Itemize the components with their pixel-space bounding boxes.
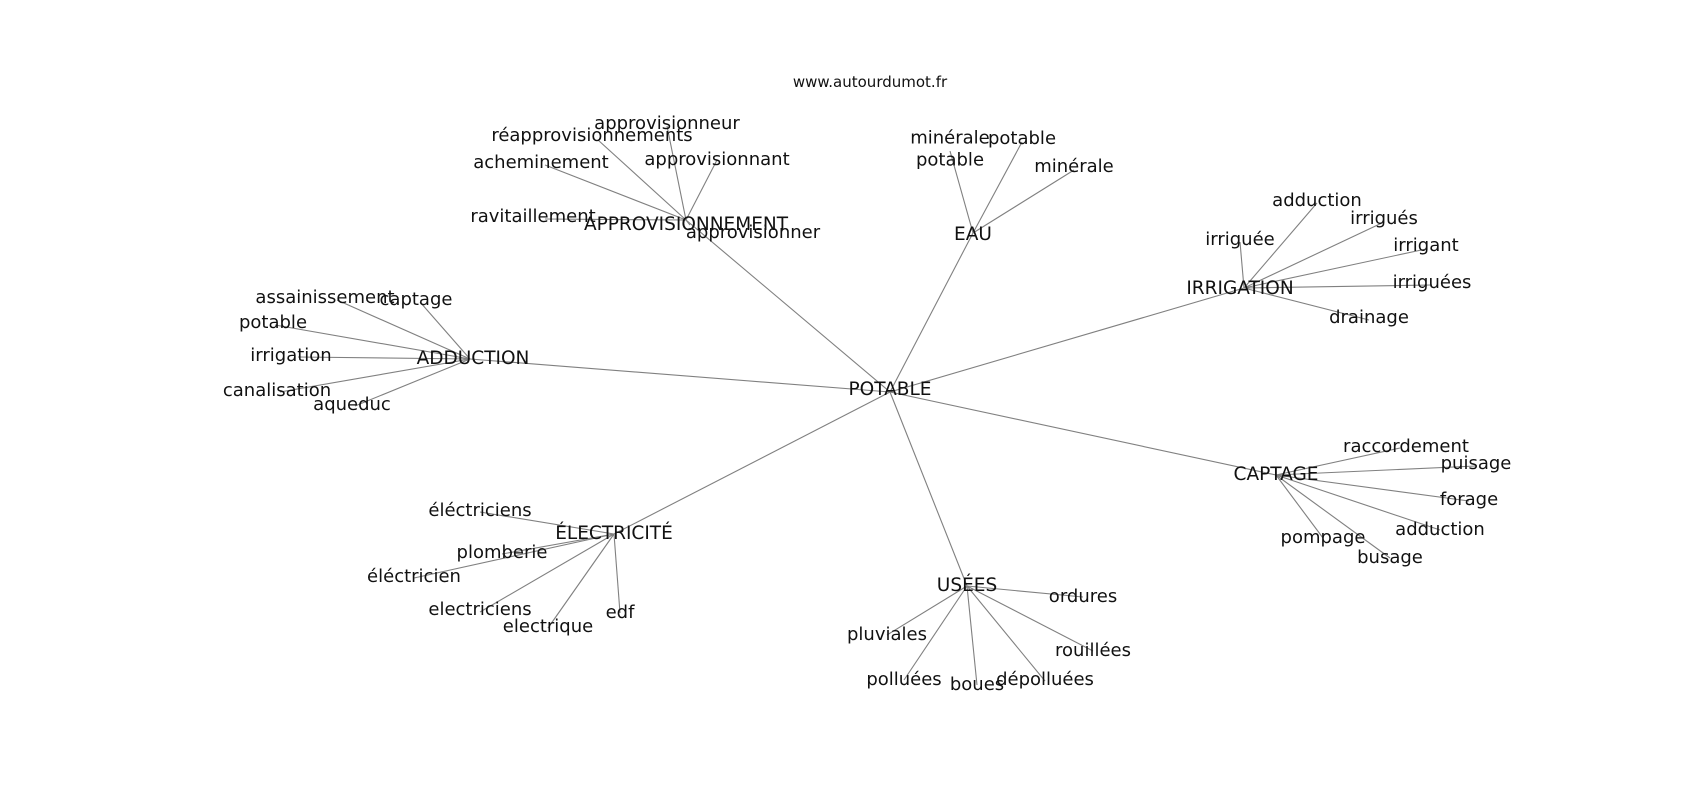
- node-captage-raccordement: raccordement: [1343, 436, 1469, 457]
- node-adduction-aqueduc: aqueduc: [313, 394, 391, 415]
- node-hub-adduction: ADDUCTION: [416, 347, 530, 369]
- edge-captage-pompage: [1275, 474, 1324, 539]
- node-usees-depolluees: dépolluées: [996, 669, 1094, 690]
- edge-adduction-potable: [274, 324, 471, 360]
- edge-irrigation-adduction: [1243, 202, 1318, 289]
- node-usees-boues: boues: [949, 674, 1005, 695]
- node-adduction-potable: potable: [238, 312, 308, 333]
- edge-adduction-assainissement: [336, 299, 471, 360]
- node-usees-rouillees: rouillées: [1055, 640, 1131, 661]
- edge-usees-boues: [966, 585, 978, 686]
- edge-approvisionnement-approvisionnant: [685, 159, 718, 221]
- node-adduction-captage: captage: [379, 289, 453, 310]
- edge-irrigation-irriguees: [1243, 284, 1433, 289]
- node-captage-busage: busage: [1357, 547, 1423, 568]
- edge-approvisionnement-reapprovisionnements: [597, 139, 687, 221]
- edge-irrigation-irriguee: [1239, 241, 1245, 289]
- edge-usees-polluees: [903, 585, 968, 681]
- node-usees-ordures: ordures: [1048, 586, 1118, 607]
- edge-potable-usees: [889, 391, 968, 587]
- node-irrigation-irriguee: irriguée: [1205, 229, 1275, 250]
- edge-adduction-aqueduc: [354, 358, 471, 407]
- node-hub-usees: USÉES: [936, 574, 998, 596]
- node-hub-approvisionnement: APPROVISIONNEMENT: [583, 213, 789, 235]
- node-approvisionnement-acheminement: acheminement: [473, 152, 609, 173]
- edge-eau-minerale: [972, 169, 1075, 234]
- edge-captage-adduction: [1275, 474, 1441, 531]
- node-hub-electricite: ÉLECTRICITÉ: [555, 522, 673, 544]
- edge-electricite-electricien-accent: [413, 533, 615, 579]
- node-irrigation-adduction: adduction: [1272, 190, 1362, 211]
- node-electricite-edf: edf: [605, 602, 635, 623]
- node-electricite-electriciens-accent: éléctriciens: [428, 500, 532, 521]
- edge-irrigation-irrigues: [1243, 221, 1385, 289]
- edge-adduction-captage: [419, 301, 471, 360]
- edge-eau-minerale-potable: [949, 150, 974, 234]
- edge-electricite-electrique: [547, 533, 615, 629]
- edge-captage-busage: [1275, 474, 1391, 559]
- edge-captage-raccordement: [1275, 447, 1401, 476]
- node-usees-pluviales: pluviales: [847, 624, 927, 645]
- node-approvisionnement-approvisionner: approvisionner: [685, 222, 821, 243]
- node-root-potable: POTABLE: [848, 378, 932, 400]
- node-hub-irrigation: IRRIGATION: [1186, 277, 1294, 299]
- edge-electricite-plomberie: [501, 533, 615, 555]
- edge-adduction-canalisation: [279, 358, 471, 393]
- node-hub-captage: CAPTAGE: [1233, 463, 1319, 485]
- edge-adduction-irrigation: [297, 356, 471, 360]
- node-captage-adduction: adduction: [1395, 519, 1485, 540]
- node-adduction-canalisation: canalisation: [222, 380, 332, 401]
- edge-eau-potable: [972, 141, 1023, 234]
- edge-electricite-electriciens-accent: [479, 511, 615, 535]
- node-irrigation-irrigues: irrigués: [1350, 208, 1418, 229]
- node-hub-eau: EAU: [954, 223, 992, 245]
- edge-approvisionnement-approvisionner: [685, 219, 691, 226]
- node-usees-polluees: polluées: [866, 669, 942, 690]
- edge-usees-pluviales: [886, 585, 968, 636]
- node-electricite-electriciens: electriciens: [428, 599, 532, 620]
- edge-potable-electricite: [613, 391, 891, 535]
- edge-irrigation-drainage: [1243, 287, 1370, 321]
- node-eau-potable: potable: [987, 128, 1057, 149]
- node-approvisionnement-reapprovisionnements: réapprovisionnements: [491, 125, 693, 146]
- node-captage-puisage: puisage: [1440, 453, 1512, 474]
- edge-irrigation-irrigant: [1243, 248, 1427, 289]
- edge-potable-approvisionnement: [685, 219, 891, 393]
- node-approvisionnement-ravitaillement: ravitaillement: [470, 206, 596, 227]
- edge-usees-rouillees: [966, 585, 1094, 652]
- edge-approvisionnement-approvisionneur: [666, 125, 687, 221]
- node-eau-minerale: minérale: [1034, 156, 1114, 177]
- edge-captage-forage: [1275, 474, 1470, 502]
- node-irrigation-irrigant: irrigant: [1393, 235, 1459, 256]
- edge-potable-irrigation: [889, 287, 1245, 393]
- edge-electricite-electriciens: [479, 533, 615, 613]
- node-captage-forage: forage: [1439, 489, 1499, 510]
- node-electricite-electricien-accent: éléctricien: [367, 566, 461, 587]
- edge-usees-ordures: [966, 585, 1084, 598]
- node-irrigation-irriguees: irriguées: [1392, 272, 1472, 293]
- node-captage-pompage: pompage: [1280, 527, 1366, 548]
- edge-approvisionnement-acheminement: [544, 164, 687, 221]
- edge-potable-eau: [889, 232, 974, 393]
- edge-potable-adduction: [469, 358, 891, 393]
- node-approvisionnement-approvisionneur: approvisionneur: [594, 113, 740, 134]
- edge-usees-depolluees: [966, 585, 1046, 682]
- edge-electricite-edf: [613, 533, 621, 614]
- edge-potable-captage: [889, 391, 1277, 476]
- edge-captage-puisage: [1275, 465, 1477, 476]
- site-credit: www.autourdumot.fr: [792, 73, 948, 91]
- edge-approvisionnement-ravitaillement: [544, 218, 687, 221]
- node-adduction-irrigation: irrigation: [250, 345, 332, 366]
- node-electricite-electrique: electrique: [502, 616, 594, 637]
- node-adduction-assainissement: assainissement: [255, 287, 395, 308]
- node-electricite-plomberie: plomberie: [456, 542, 548, 563]
- node-approvisionnement-approvisionnant: approvisionnant: [644, 149, 790, 170]
- node-irrigation-drainage: drainage: [1329, 307, 1409, 328]
